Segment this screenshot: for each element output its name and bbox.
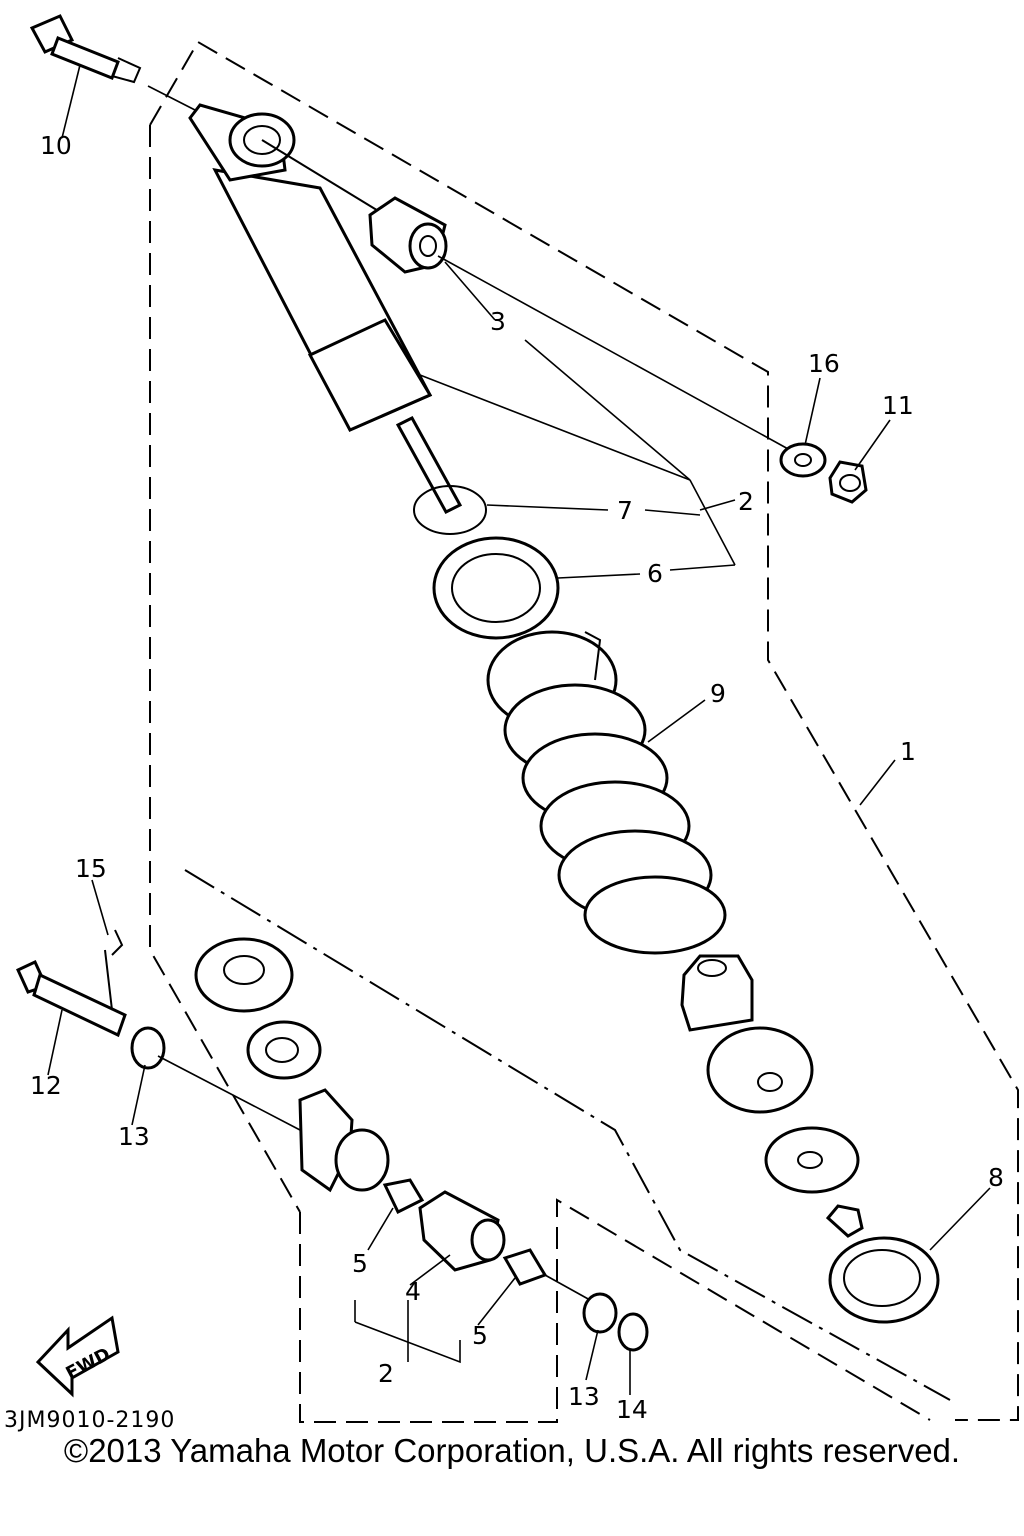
fwd-arrow-icon: FWD bbox=[35, 1315, 120, 1398]
part-circlip bbox=[413, 485, 487, 535]
part-collar-left bbox=[382, 1178, 425, 1215]
part-spring-guide bbox=[432, 536, 560, 640]
part-spring-seat bbox=[828, 1236, 940, 1324]
part-small-nut bbox=[825, 1204, 864, 1238]
callout-8: 8 bbox=[988, 1163, 1004, 1192]
part-spring bbox=[486, 630, 727, 955]
part-washer-left bbox=[130, 1026, 301, 1131]
part-washer-top bbox=[779, 442, 827, 478]
callout-5-right: 5 bbox=[472, 1321, 488, 1350]
diagram-code: 3JM9010-2190 bbox=[4, 1408, 175, 1433]
part-clevis bbox=[298, 1088, 390, 1193]
callout-13-bottom: 13 bbox=[568, 1382, 600, 1411]
callout-12: 12 bbox=[30, 1071, 62, 1100]
leader-lines bbox=[47, 64, 991, 1395]
callout-15: 15 bbox=[75, 854, 107, 883]
part-washer-bottom bbox=[582, 1292, 618, 1334]
part-washer-end bbox=[617, 1312, 649, 1352]
callout-6: 6 bbox=[647, 559, 663, 588]
callout-13-left: 13 bbox=[118, 1122, 150, 1151]
part-nut bbox=[828, 460, 868, 504]
part-bump-stop bbox=[680, 954, 754, 1032]
part-shock-body bbox=[188, 103, 463, 514]
callout-16: 16 bbox=[808, 349, 840, 378]
part-pin bbox=[16, 959, 127, 1038]
part-bushing bbox=[368, 196, 791, 451]
callout-3: 3 bbox=[490, 307, 506, 336]
copyright-notice: ©2013 Yamaha Motor Corporation, U.S.A. A… bbox=[63, 1432, 961, 1469]
callout-9: 9 bbox=[710, 679, 726, 708]
part-bolt bbox=[29, 14, 196, 111]
callout-10: 10 bbox=[40, 131, 72, 160]
callout-11: 11 bbox=[882, 391, 914, 420]
part-locknut bbox=[246, 1020, 322, 1080]
part-cotter-pin bbox=[104, 929, 124, 1011]
part-adjuster-ring bbox=[194, 937, 294, 1013]
chain-boundary bbox=[184, 869, 951, 1401]
part-collar-right bbox=[502, 1248, 591, 1301]
callout-1: 1 bbox=[900, 737, 916, 766]
callout-14: 14 bbox=[616, 1395, 648, 1424]
part-bushing-lower bbox=[418, 1190, 506, 1272]
callout-4: 4 bbox=[405, 1277, 421, 1306]
callout-2-top: 2 bbox=[738, 487, 754, 516]
callout-2-bottom: 2 bbox=[378, 1359, 394, 1388]
part-plate bbox=[764, 1126, 860, 1194]
callout-5-left: 5 bbox=[352, 1249, 368, 1278]
callout-7: 7 bbox=[617, 496, 633, 525]
part-cup bbox=[706, 1026, 814, 1114]
assembly-boundary bbox=[149, 40, 1019, 1423]
